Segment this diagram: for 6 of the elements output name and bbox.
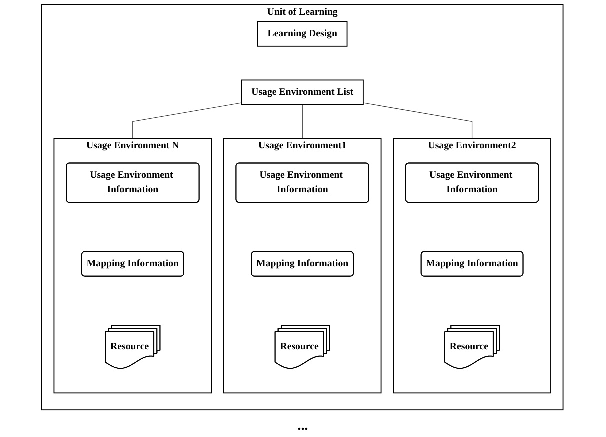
ellipsis-note: ... <box>298 419 308 434</box>
node-box: Learning Design <box>258 21 348 47</box>
connector <box>364 102 473 139</box>
connector <box>133 102 242 139</box>
connector <box>302 104 304 139</box>
node-box: Usage Environment List <box>242 80 364 106</box>
